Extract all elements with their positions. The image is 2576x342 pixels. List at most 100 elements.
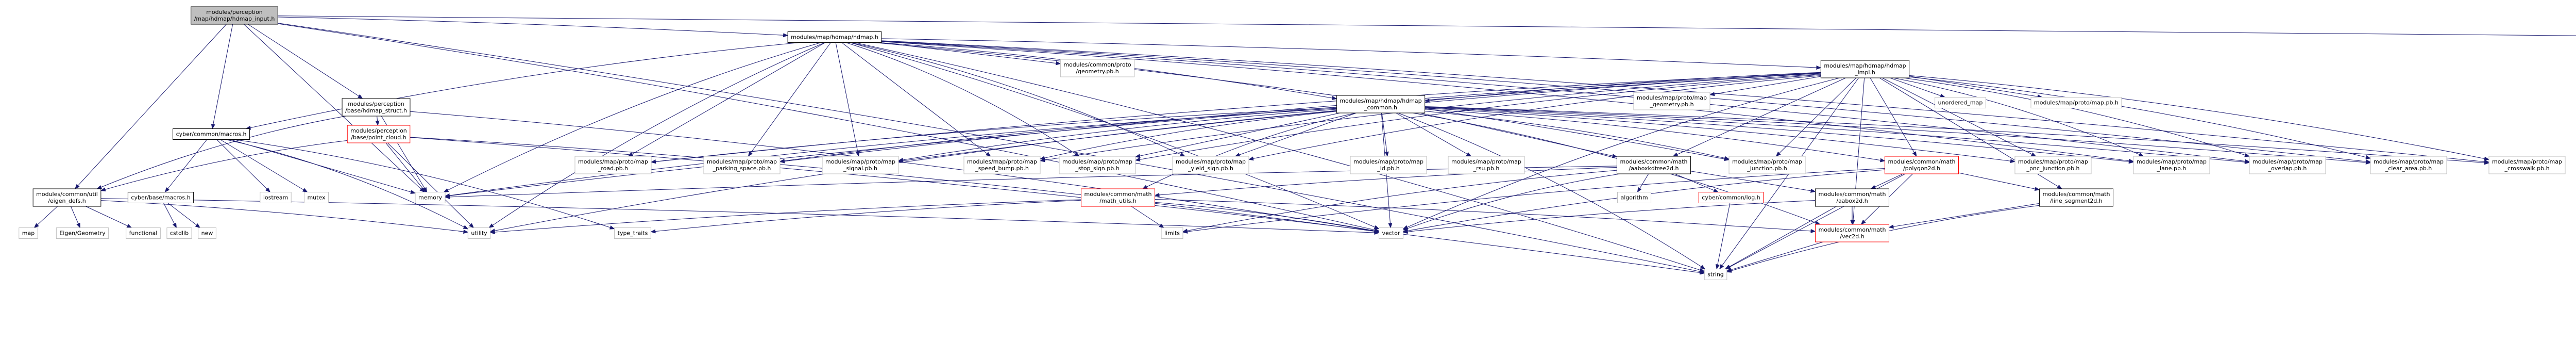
node-box xyxy=(703,156,781,174)
node-box xyxy=(1698,192,1764,203)
node-label: /base/hdmap_struct.h xyxy=(345,107,407,114)
node-label: string xyxy=(1707,271,1724,278)
node-label: memory xyxy=(418,194,442,201)
node-label: _junction.pb.h xyxy=(1747,165,1787,172)
node-aabox2d[interactable]: modules/common/math/aabox2d.h xyxy=(1815,188,1890,207)
edge-hdmap-h-to-hdmap-impl xyxy=(881,38,1822,70)
edge-macros-common-to-macros-base xyxy=(164,139,208,193)
edge-hdmap-struct-to-point-cloud xyxy=(375,116,380,126)
node-root[interactable]: modules/perception/map/hdmap/hdmap_input… xyxy=(191,6,278,25)
node-box xyxy=(1820,60,1910,78)
node-label: _overlap.pb.h xyxy=(2268,165,2307,172)
edge-hdmap-common-to-pnc-junction-pb xyxy=(1425,108,2015,164)
edge-hdmap-common-to-memory xyxy=(444,108,1337,198)
node-vec2d[interactable]: modules/common/math/vec2d.h xyxy=(1815,224,1890,242)
node-box xyxy=(1059,156,1136,174)
node-box xyxy=(2370,156,2447,174)
node-hdmap-struct[interactable]: modules/perception/base/hdmap_struct.h xyxy=(342,98,411,117)
node-aaboxkdtree[interactable]: modules/common/math/aaboxkdtree2d.h xyxy=(1616,156,1691,174)
node-label: iostream xyxy=(263,194,288,201)
edge-hdmap-h-to-macros-common xyxy=(245,42,800,130)
node-label: modules/perception xyxy=(350,127,407,134)
node-label: type_traits xyxy=(618,230,648,237)
node-label: modules/map/proto/map xyxy=(967,158,1037,165)
node-label: vector xyxy=(1382,230,1400,237)
edge-macros-common-to-mutex xyxy=(220,139,308,193)
edge-math-utils-to-vector xyxy=(1155,202,1380,233)
edge-math-utils-to-type-traits xyxy=(650,200,1081,234)
edge-point-cloud-to-utility xyxy=(387,142,474,229)
edge-aaboxkdtree-to-log-h xyxy=(1674,173,1719,192)
edge-root-to-string xyxy=(278,23,1705,274)
node-label: /base/point_cloud.h xyxy=(351,134,406,141)
edge-macros-base-to-new xyxy=(167,203,201,229)
node-box xyxy=(173,128,250,140)
edge-hdmap-h-to-yield-sign-pb xyxy=(850,42,1185,157)
node-point-cloud[interactable]: modules/perception/base/point_cloud.h xyxy=(347,125,411,143)
edge-hdmap-impl-to-parking-pb xyxy=(779,72,1821,164)
node-box xyxy=(303,192,329,203)
edge-hdmap-h-to-string xyxy=(854,42,1705,272)
node-log-h[interactable]: cyber/common/log.h xyxy=(1698,192,1764,203)
node-label: _signal.pb.h xyxy=(843,165,877,172)
edge-aabox2d-to-string xyxy=(1724,206,1837,269)
node-box xyxy=(614,227,651,239)
edge-root-to-hdmap-h xyxy=(278,17,789,38)
edge-hdmap-h-to-speed-bump-pb xyxy=(841,42,991,157)
node-box xyxy=(2488,156,2566,174)
node-box xyxy=(1815,188,1890,207)
node-eigen-defs[interactable]: modules/common/util/eigen_defs.h xyxy=(32,188,101,207)
node-box xyxy=(1161,227,1183,239)
node-mutex: mutex xyxy=(303,192,329,203)
node-label: modules/map/proto/map xyxy=(825,158,895,165)
node-box xyxy=(1060,59,1135,77)
edge-macros-common-to-utility xyxy=(226,139,469,230)
node-functional: functional xyxy=(126,227,161,239)
node-label: modules/map/proto/map xyxy=(2252,158,2323,165)
node-box xyxy=(787,31,882,43)
node-label: _lane.pb.h xyxy=(2157,165,2187,172)
node-hdmap-impl[interactable]: modules/map/hdmap/hdmap_impl.h xyxy=(1820,60,1910,78)
edge-hdmap-common-to-overlap-pb xyxy=(1425,107,2250,165)
node-macros-base[interactable]: cyber/base/macros.h xyxy=(127,192,194,203)
node-label: /vec2d.h xyxy=(1840,233,1865,240)
node-label: modules/common/math xyxy=(2042,191,2110,198)
edge-hdmap-common-to-polygon2d xyxy=(1425,109,1886,162)
node-math-utils[interactable]: modules/common/math/math_utils.h xyxy=(1080,188,1156,207)
edge-eigen-defs-to-utility xyxy=(100,200,469,234)
edge-hdmap-impl-to-overlap-pb xyxy=(1903,77,2250,157)
edge-macros-base-to-cstdlib xyxy=(163,203,177,229)
node-polygon2d[interactable]: modules/common/math/polygon2d.h xyxy=(1884,156,1959,174)
node-label: modules/map/proto/map xyxy=(707,158,777,165)
edge-hdmap-common-to-yield-sign-pb xyxy=(1234,112,1357,157)
node-box xyxy=(467,227,491,239)
node-line-segment[interactable]: modules/common/math/line_segment2d.h xyxy=(2039,188,2114,207)
node-box xyxy=(2030,97,2122,108)
node-label: modules/map/proto/map xyxy=(1062,158,1132,165)
node-hdmap-common[interactable]: modules/map/hdmap/hdmap_common.h xyxy=(1336,95,1426,113)
node-macros-common[interactable]: cyber/common/macros.h xyxy=(173,128,250,140)
node-geometry-pb: modules/common/proto/geometry.pb.h xyxy=(1060,59,1135,77)
node-label: modules/map/proto/map.pb.h xyxy=(2034,100,2119,106)
node-box xyxy=(166,227,192,239)
node-label: _speed_bump.pb.h xyxy=(975,165,1029,172)
node-label: modules/map/hdmap/hdmap xyxy=(1824,62,1906,69)
node-label: modules/map/proto/map xyxy=(1176,158,1246,165)
edge-hdmap-common-to-speed-bump-pb xyxy=(1040,111,1337,160)
node-label: algorithm xyxy=(1620,194,1648,201)
edge-hdmap-h-to-lane-pb xyxy=(881,41,2134,163)
edge-hdmap-impl-to-vector xyxy=(1402,77,1840,230)
edge-hdmap-common-to-clear-area-pb xyxy=(1425,106,2371,165)
edge-aaboxkdtree-to-memory xyxy=(444,166,1617,199)
node-box xyxy=(1448,156,1525,174)
node-box xyxy=(260,192,292,203)
node-box xyxy=(1633,92,1710,110)
node-label: mutex xyxy=(307,194,326,201)
node-box xyxy=(1336,95,1426,113)
node-label: modules/map/proto/map xyxy=(2374,158,2444,165)
node-hdmap-h[interactable]: modules/map/hdmap/hdmap.h xyxy=(787,31,882,43)
edge-aabox2d-to-vector xyxy=(1402,200,1816,234)
node-box xyxy=(127,192,194,203)
node-box xyxy=(1617,192,1652,203)
node-box xyxy=(342,98,411,117)
